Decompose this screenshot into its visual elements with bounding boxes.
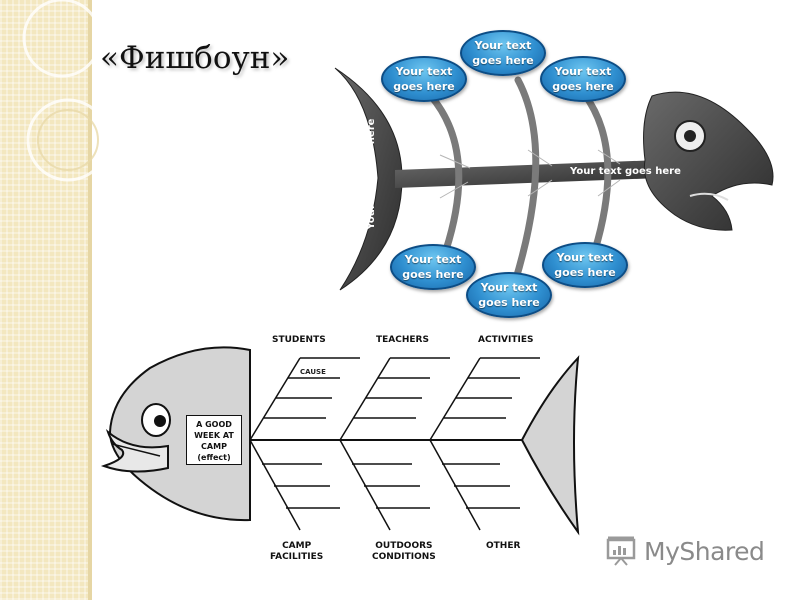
category-outdoors-conditions: OUTDOORS CONDITIONS bbox=[372, 541, 436, 563]
fish-head-dark bbox=[643, 91, 774, 231]
category-camp-facilities: CAMP FACILITIES bbox=[270, 541, 323, 563]
logo-text: MyShared bbox=[644, 536, 765, 566]
effect-line-4: (effect) bbox=[197, 453, 231, 462]
fish-tail-light bbox=[520, 355, 580, 536]
cause-bubble-top-right: Your text goes here bbox=[540, 56, 626, 102]
spine-label: Your text goes here bbox=[570, 166, 681, 177]
fish-mouth bbox=[100, 428, 169, 473]
category-other-text: OTHER bbox=[486, 541, 521, 551]
fish-tail-dark bbox=[334, 67, 403, 291]
effect-line-2: WEEK AT bbox=[194, 431, 234, 440]
effect-line-3: CAMP bbox=[201, 442, 227, 451]
slide-title: «Фишбоун» bbox=[100, 40, 290, 76]
cause-bubble-top-left: Your text goes here bbox=[381, 56, 467, 102]
strip-edge bbox=[88, 0, 92, 600]
category-students: STUDENTS bbox=[272, 335, 326, 345]
myshared-logo: MyShared bbox=[606, 536, 765, 566]
cause-bubble-bottom-right: Your text goes here bbox=[542, 242, 628, 288]
presentation-board-icon bbox=[606, 536, 636, 566]
cause-bubble-top-center: Your text goes here bbox=[460, 30, 546, 76]
category-other: OTHER bbox=[486, 541, 520, 552]
effect-line-1: A GOOD bbox=[196, 420, 232, 429]
category-outdoors-conditions-text: OUTDOORS CONDITIONS bbox=[372, 541, 436, 562]
cause-label: CAUSE bbox=[300, 368, 326, 376]
cause-bubble-bottom-left: Your text goes here bbox=[390, 244, 476, 290]
category-camp-facilities-text: CAMP FACILITIES bbox=[270, 541, 324, 562]
fish-head-light bbox=[108, 346, 251, 522]
effect-box: A GOOD WEEK AT CAMP (effect) bbox=[186, 415, 242, 465]
decorative-circles bbox=[22, 0, 110, 182]
fish-bones-light bbox=[249, 357, 540, 531]
cause-bubble-bottom-center: Your text goes here bbox=[466, 272, 552, 318]
category-activities: ACTIVITIES bbox=[478, 335, 534, 345]
fish-ribs-dark bbox=[426, 76, 612, 286]
category-teachers: TEACHERS bbox=[376, 335, 429, 345]
